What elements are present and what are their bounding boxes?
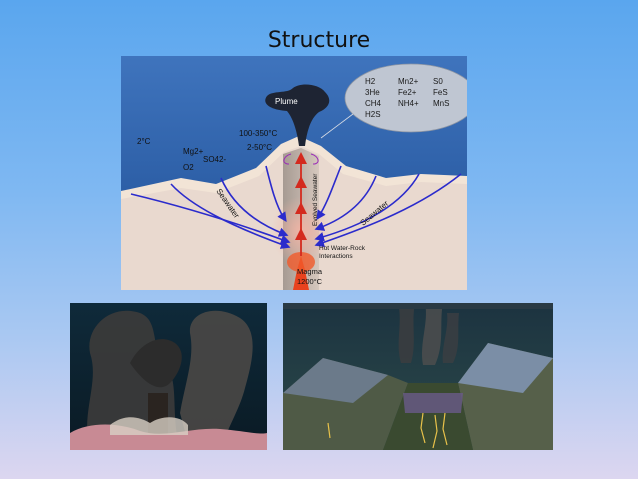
chemical-species: H2 3He CH4 H2S Mn2+ Fe2+ NH4+ S0 FeS MnS	[365, 77, 449, 119]
flow-arrow	[314, 173, 420, 242]
ion-so4: SO42-	[203, 155, 226, 164]
seafloor-strip	[283, 303, 553, 309]
hydrothermal-vent-diagram: Plume H2 3He CH4 H2S Mn2+ Fe2+ NH4+ S0 F…	[121, 56, 467, 290]
interaction-label-line1: Hot Water-Rock	[319, 245, 366, 252]
ridge-block-right-top	[458, 343, 553, 393]
magma-chamber	[293, 256, 309, 290]
vent-illustration	[283, 303, 553, 450]
magma-glow	[287, 252, 315, 272]
smoke-plume-secondary	[180, 310, 253, 450]
chem-fes: FeS	[433, 88, 448, 97]
chem-nh4: NH4+	[398, 99, 419, 108]
vent-circulation-left	[283, 153, 292, 165]
hot-upflow-arrows	[295, 152, 307, 256]
smoke-column-2	[422, 303, 443, 365]
vent-chemistry-bubble	[344, 63, 467, 133]
chem-ch4: CH4	[365, 99, 382, 108]
heat-fissures	[327, 412, 448, 449]
vent-temp-low-label: 2-50°C	[247, 143, 272, 152]
vent-temp-high-label: 100-350°C	[239, 129, 278, 138]
flow-arrow	[265, 165, 287, 222]
chem-mn: Mn2+	[398, 77, 419, 86]
ambient-temp-label: 2°C	[137, 137, 151, 146]
flow-arrow	[314, 175, 377, 231]
chem-he3: 3He	[365, 88, 380, 97]
flow-arrow	[316, 165, 342, 220]
chem-h2s: H2S	[365, 110, 381, 119]
smoke-column-1	[398, 303, 415, 363]
chem-s0: S0	[433, 77, 443, 86]
ion-mg: Mg2+	[183, 147, 204, 156]
evolved-seawater-label: Evolved Seawater	[312, 173, 319, 226]
magma-temp-label: 1200°C	[297, 277, 323, 286]
vent-field	[403, 393, 463, 413]
seawater-flow-arrows	[130, 165, 462, 249]
chem-fe: Fe2+	[398, 88, 417, 97]
black-smoker-photo	[70, 303, 267, 450]
flow-arrow	[130, 193, 291, 244]
interaction-label-line2: Interactions	[319, 253, 353, 260]
slide-title: Structure	[267, 28, 371, 53]
seawater-ions: Mg2+ SO42- O2	[183, 147, 226, 172]
bubble-pointer	[320, 113, 354, 139]
flow-arrow	[220, 177, 289, 237]
flow-arrow	[314, 173, 462, 247]
magma-label: Magma	[297, 267, 323, 276]
black-smoker-plume	[265, 84, 330, 146]
mineral-crust	[110, 417, 188, 435]
chem-h2: H2	[365, 77, 376, 86]
plume-label: Plume	[275, 97, 298, 106]
ridge-block-left-top	[283, 358, 388, 403]
chem-mns: MnS	[433, 99, 449, 108]
vent-circulation-right	[310, 153, 319, 165]
flow-arrow	[170, 183, 291, 249]
smoke-column-3	[442, 313, 459, 363]
smoke-wisp	[130, 339, 182, 388]
ion-o2: O2	[183, 163, 194, 172]
